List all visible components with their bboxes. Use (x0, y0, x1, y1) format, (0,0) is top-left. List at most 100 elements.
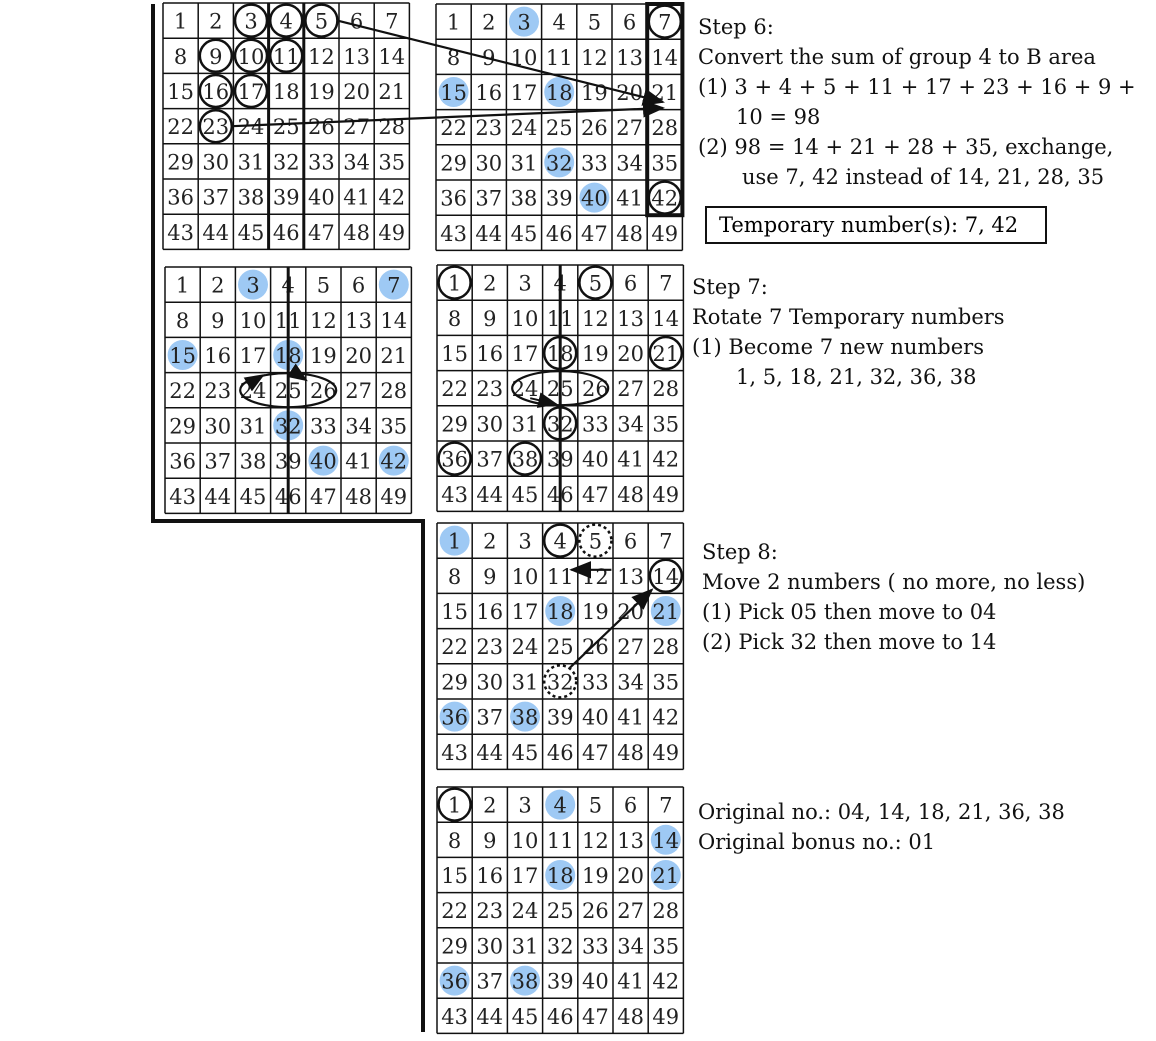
circle-mark (437, 441, 472, 476)
grid-number: 20 (343, 80, 370, 104)
grid-number: 8 (448, 565, 461, 589)
grid-number: 6 (624, 530, 637, 554)
grid-number: 44 (476, 741, 503, 765)
grid-number: 47 (582, 483, 609, 507)
grid-number: 19 (308, 80, 335, 104)
grid-number: 45 (511, 222, 538, 246)
grid-number: 16 (204, 344, 231, 368)
grid-number: 5 (315, 10, 328, 34)
grid-number: 2 (483, 272, 496, 296)
grid-number: 24 (512, 635, 539, 659)
grid-number: 29 (169, 414, 196, 438)
grid-number: 28 (652, 635, 679, 659)
grid-number: 40 (308, 186, 335, 210)
grid-number: 26 (582, 899, 609, 923)
grid-number: 38 (512, 706, 539, 730)
grid-number: 26 (581, 116, 608, 140)
grid-number: 43 (441, 1005, 468, 1029)
grid-number: 18 (547, 600, 574, 624)
grid-number: 43 (169, 485, 196, 509)
original-text: Original no.: 04, 14, 18, 21, 36, 38 Ori… (698, 797, 1065, 857)
grid-number: 33 (581, 151, 608, 175)
circle-mark (198, 38, 234, 74)
grid-number: 27 (343, 115, 370, 139)
grid-number: 16 (475, 81, 502, 105)
rotation-arrow (529, 392, 559, 408)
grid-number: 31 (238, 150, 265, 174)
circle-mark (578, 265, 613, 300)
grid-number: 47 (582, 1005, 609, 1029)
grid-number: 38 (238, 186, 265, 210)
grid-number: 49 (378, 221, 405, 245)
highlight-mark (579, 182, 610, 213)
grid-number: 36 (169, 450, 196, 474)
grid-number: 48 (617, 483, 644, 507)
grid-number: 44 (476, 483, 503, 507)
grid-number: 12 (582, 829, 609, 853)
grid-number: 29 (167, 150, 194, 174)
step6-line5: use 7, 42 instead of 14, 21, 28, 35 (742, 165, 1105, 189)
grid-number: 13 (617, 829, 644, 853)
highlight-mark (545, 596, 576, 626)
grid-number: 12 (308, 45, 335, 69)
grid-number: 6 (624, 272, 637, 296)
grid-number: 31 (512, 670, 539, 694)
circle-mark (233, 3, 269, 38)
rotation-arrow (243, 374, 265, 392)
grid-number: 8 (448, 829, 461, 853)
grid-number: 35 (380, 414, 407, 438)
grid-number: 25 (273, 115, 300, 139)
highlight-mark (510, 965, 540, 996)
grid-number: 34 (616, 151, 643, 175)
grid-number: 43 (167, 221, 194, 245)
circle-mark (233, 38, 269, 74)
grid-number: 31 (512, 412, 539, 436)
grid-number: 40 (581, 187, 608, 211)
grid-number: 37 (475, 187, 502, 211)
grid-number: 25 (546, 116, 573, 140)
grid-number: 16 (202, 80, 229, 104)
grid-number: 39 (547, 970, 574, 994)
grid-number: 19 (582, 342, 609, 366)
grid-number: 4 (553, 11, 566, 35)
grid-number: 27 (345, 379, 372, 403)
grid-number: 15 (441, 342, 468, 366)
highlight-mark (544, 77, 575, 107)
grid-number: 30 (476, 412, 503, 436)
grid-number: 31 (240, 414, 267, 438)
original-numbers: Original no.: 04, 14, 18, 21, 36, 38 (698, 800, 1065, 824)
highlight-mark (545, 860, 576, 890)
grid-number: 10 (512, 565, 539, 589)
grid-number: 46 (547, 741, 574, 765)
grid-number: 17 (511, 81, 538, 105)
grid-number: 47 (308, 221, 335, 245)
grid-number: 44 (475, 222, 502, 246)
grid-number: 39 (546, 187, 573, 211)
grid-number: 14 (652, 829, 679, 853)
grid-number: 12 (582, 565, 609, 589)
grid-number: 15 (440, 81, 467, 105)
step6-line1: Convert the sum of group 4 to B area (698, 45, 1096, 69)
grid-number: 22 (441, 635, 468, 659)
grid-number: 22 (441, 377, 468, 401)
grid-number: 28 (652, 899, 679, 923)
grid-number: 49 (380, 485, 407, 509)
grid-number: 24 (238, 115, 265, 139)
grid-number: 25 (547, 635, 574, 659)
grid-number: 24 (511, 116, 538, 140)
grid-number: 29 (441, 934, 468, 958)
grid-number: 35 (378, 150, 405, 174)
circle-mark (648, 335, 684, 371)
grid-number: 40 (582, 706, 609, 730)
grid-number: 38 (512, 448, 539, 472)
grid-number: 45 (240, 485, 267, 509)
grid-number: 22 (441, 899, 468, 923)
grid-number: 23 (476, 899, 503, 923)
grid-number: 21 (651, 81, 678, 105)
grid-number: 15 (169, 344, 196, 368)
grid-number: 2 (482, 11, 495, 35)
